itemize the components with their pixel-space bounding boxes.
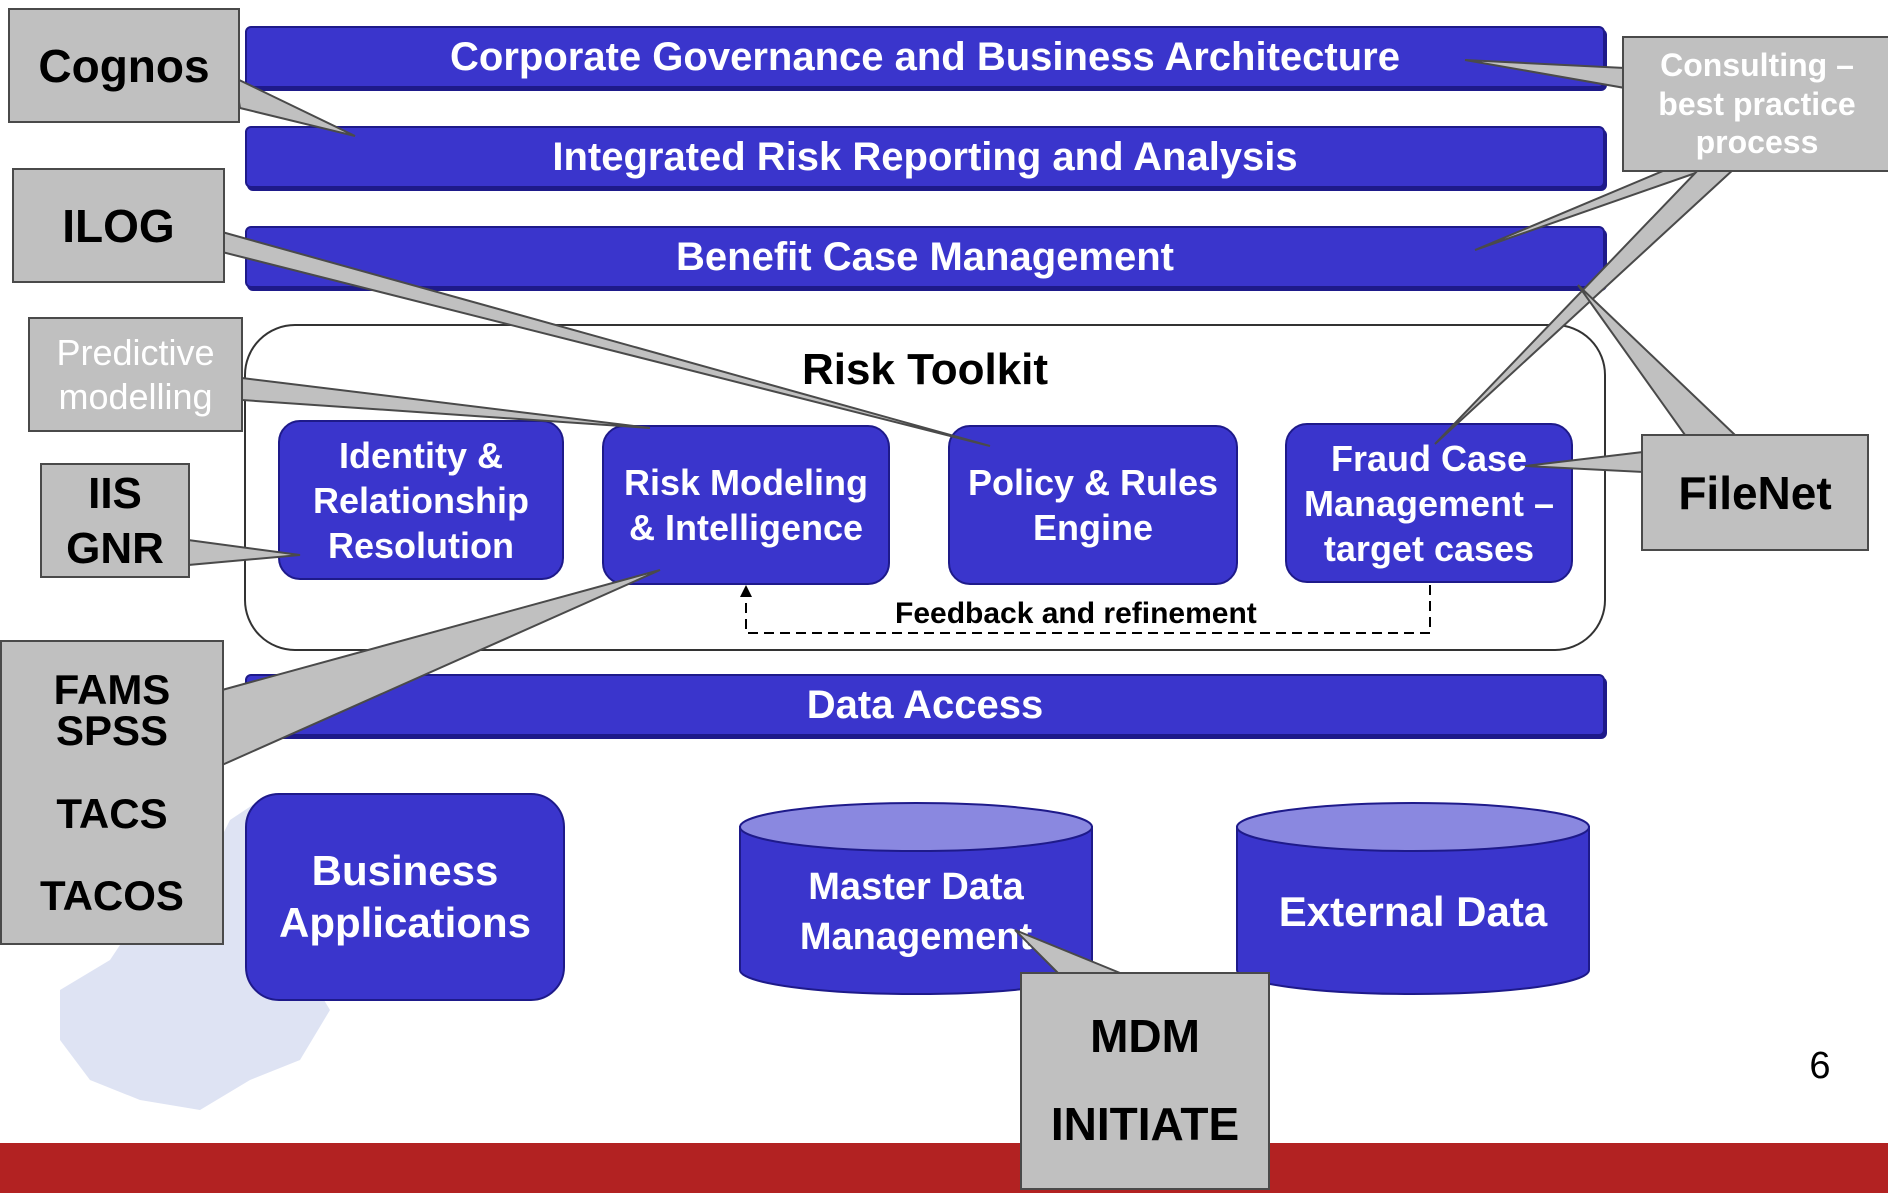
footer-bar (0, 1143, 1888, 1193)
fraud-case-box: Fraud Case Management – target cases (1285, 423, 1573, 583)
policy-rules-box: Policy & Rules Engine (948, 425, 1238, 585)
page-number: 6 (1809, 1045, 1831, 1087)
predictive-modelling-callout: Predictive modelling (28, 317, 243, 432)
fams-spss-tacs-tacos-callout: FAMS SPSS TACS TACOS (0, 640, 224, 945)
business-applications-box: Business Applications (245, 793, 565, 1001)
master-data-cylinder (739, 802, 1093, 995)
governance-label: Corporate Governance and Business Archit… (450, 34, 1400, 79)
risk-modeling-box: Risk Modeling & Intelligence (602, 425, 890, 585)
governance-bar: Corporate Governance and Business Archit… (245, 26, 1605, 88)
ilog-callout: ILOG (12, 168, 225, 283)
iis-gnr-callout: IIS GNR (40, 463, 190, 578)
feedback-label: Feedback and refinement (895, 597, 1257, 630)
reporting-label: Integrated Risk Reporting and Analysis (552, 134, 1298, 179)
benefit-label: Benefit Case Management (676, 234, 1174, 279)
risk-toolkit-title: Risk Toolkit (801, 345, 1049, 394)
cognos-callout: Cognos (8, 8, 240, 123)
external-data-cylinder (1236, 802, 1590, 995)
mdm-initiate-callout-overlay: MDM INITIATE (1020, 972, 1270, 1190)
filenet-callout: FileNet (1641, 434, 1869, 551)
master-data-label: Master Data Management (799, 866, 1033, 958)
consulting-callout: Consulting – best practice process (1622, 36, 1888, 172)
data-access-label: Data Access (806, 682, 1044, 727)
identity-resolution-box: Identity & Relationship Resolution (278, 420, 564, 580)
reporting-bar: Integrated Risk Reporting and Analysis (245, 126, 1605, 188)
benefit-bar: Benefit Case Management (245, 226, 1605, 288)
data-access-bar: Data Access (245, 674, 1605, 736)
external-data-label: External Data (1278, 888, 1548, 936)
